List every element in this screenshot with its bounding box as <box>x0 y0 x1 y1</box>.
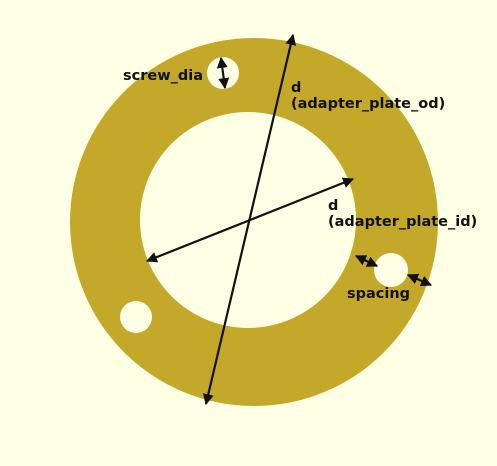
adapter-plate-ring <box>70 38 438 406</box>
od-label-line1: d <box>291 80 301 96</box>
screw-dia-label: screw_dia <box>123 68 203 84</box>
inner-diameter-dimension-line <box>145 177 355 263</box>
spacing-dimension-line-left <box>355 255 378 267</box>
spacing-label: spacing <box>347 286 410 302</box>
id-label-line2: (adapter_plate_id) <box>328 214 477 230</box>
od-label-line2: (adapter_plate_od) <box>291 96 445 112</box>
screw-diameter-dimension-line <box>216 56 230 90</box>
spacing-dimension-line-right <box>406 273 433 287</box>
id-label-line1: d <box>328 198 338 214</box>
